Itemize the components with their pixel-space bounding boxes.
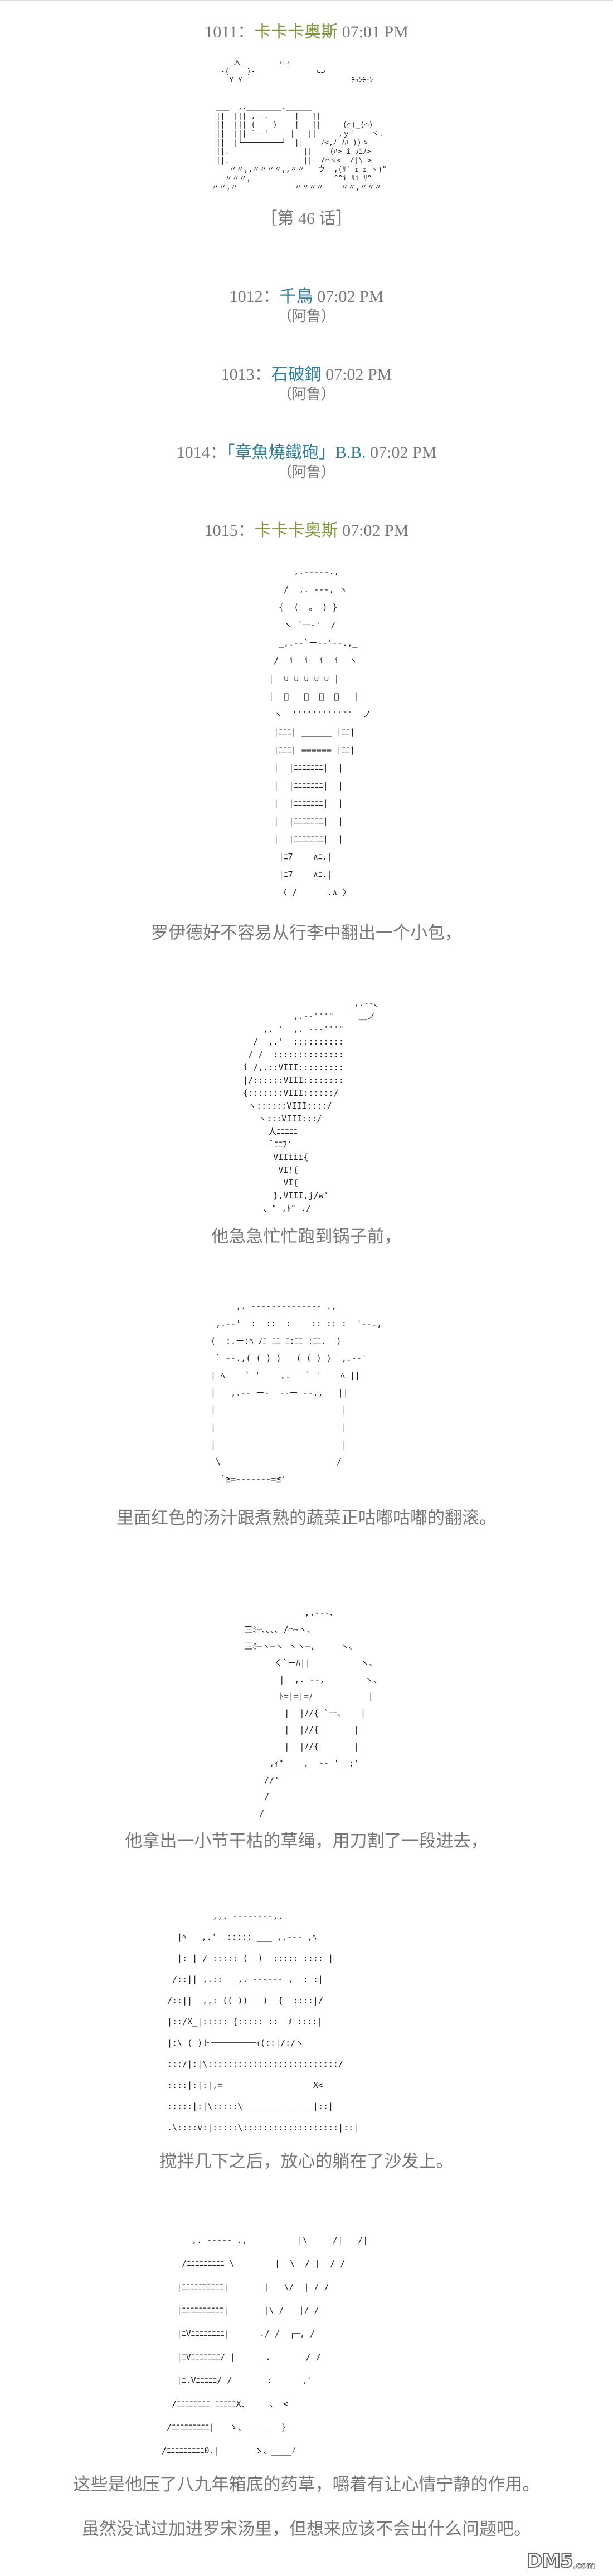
caption-6: 这些是他压了八九年箱底的药草，嚼着有让心情宁静的作用。 bbox=[73, 2475, 540, 2495]
ascii-art-pot: ,. -‐‐‐‐‐‐‐‐‐‐‐‐- ., ,.-‐' : :: : :: :: … bbox=[211, 1301, 382, 1484]
ascii-art-bag: _,.--、 ,.-‐'''" ＿ノ ,. ' ,. --‐'''" / ,.'… bbox=[243, 998, 382, 1213]
post-number: 1015： bbox=[204, 521, 255, 540]
chapter-title: ［第 46 话］ bbox=[260, 209, 353, 228]
caption-7: 虽然没试过加进罗宋汤里，但想来应该不会出什么问题吧。 bbox=[82, 2519, 531, 2539]
post-time: 07:02 PM bbox=[342, 521, 409, 540]
post-time: 07:02 PM bbox=[370, 443, 437, 462]
post-body: （阿鲁） bbox=[277, 464, 335, 480]
poster-name[interactable]: 「章魚燒鐵砲」B.B. bbox=[226, 443, 366, 462]
poster-name[interactable]: 卡卡卡奥斯 bbox=[254, 23, 338, 41]
post-time: 07:01 PM bbox=[342, 23, 408, 41]
post-header-1012: 1012：千鳥 07:02 PM （阿鲁） bbox=[0, 287, 613, 326]
dm5-logo: DM5.com bbox=[526, 2549, 607, 2572]
post-body: （阿鲁） bbox=[277, 386, 335, 402]
post-number: 1013： bbox=[221, 365, 271, 384]
ascii-art-room: _人_ ⊂⊃ -( )- ⊂⊃ Y Y ﾁｭﾝﾁｭﾝ ___ ,._______… bbox=[212, 58, 387, 192]
ascii-art-hand: ,.-‐‐、 三ﾐ─､､､､ /⌒~ヽ､ 三ﾐ─ヽ─ヽ ヽヽ─, ヽ、 く`ーﾊ… bbox=[244, 1608, 382, 1818]
logo-domain: .com bbox=[572, 2560, 596, 2571]
post-time: 07:02 PM bbox=[317, 287, 384, 306]
post-body: （阿鲁） bbox=[277, 308, 335, 324]
caption-2: 他急急忙忙跑到锅子前， bbox=[211, 1227, 402, 1247]
caption-3: 里面红色的汤汁跟煮熟的蔬菜正咕嘟咕嘟的翻滚。 bbox=[116, 1508, 497, 1528]
post-number: 1014： bbox=[176, 443, 227, 462]
post-number: 1012： bbox=[229, 287, 280, 306]
ascii-art-character: ,.-‐‐‐-., / ,. -‐-, ヽ { ( 。 ) } ヽ `ー‐' /… bbox=[269, 567, 371, 897]
post-header-1014: 1014：「章魚燒鐵砲」B.B. 07:02 PM （阿鲁） bbox=[0, 443, 613, 482]
top-divider bbox=[0, 0, 613, 1]
poster-name[interactable]: 卡卡卡奥斯 bbox=[254, 521, 338, 540]
post-number: 1011： bbox=[205, 23, 255, 41]
ascii-art-wave: ,. ‐‐‐‐- ., |\ /| /| /ﾆﾆﾆﾆﾆﾆﾆﾆﾆ \ | \ / … bbox=[162, 2235, 368, 2456]
logo-text: DM5 bbox=[526, 2550, 574, 2572]
poster-name[interactable]: 千鳥 bbox=[279, 287, 313, 306]
post-header-1013: 1013：石破鋼 07:02 PM （阿鲁） bbox=[0, 365, 613, 404]
caption-5: 搅拌几下之后，放心的躺在了沙发上。 bbox=[159, 2151, 454, 2172]
post-time: 07:02 PM bbox=[325, 365, 392, 384]
ascii-art-sofa: ,,. ---‐‐‐--,. |ﾍ ,.' ::::: ___ ,.-‐- ,ﾍ… bbox=[167, 1911, 359, 2133]
caption-4: 他拿出一小节干枯的草绳，用刀割了一段进去， bbox=[125, 1831, 488, 1851]
poster-name[interactable]: 石破鋼 bbox=[271, 365, 322, 384]
post-header-1015: 1015：卡卡卡奥斯 07:02 PM bbox=[0, 521, 613, 541]
post-header-1011: 1011：卡卡卡奥斯 07:01 PM bbox=[0, 22, 613, 42]
caption-1: 罗伊德好不容易从行李中翻出一个小包， bbox=[151, 923, 462, 943]
